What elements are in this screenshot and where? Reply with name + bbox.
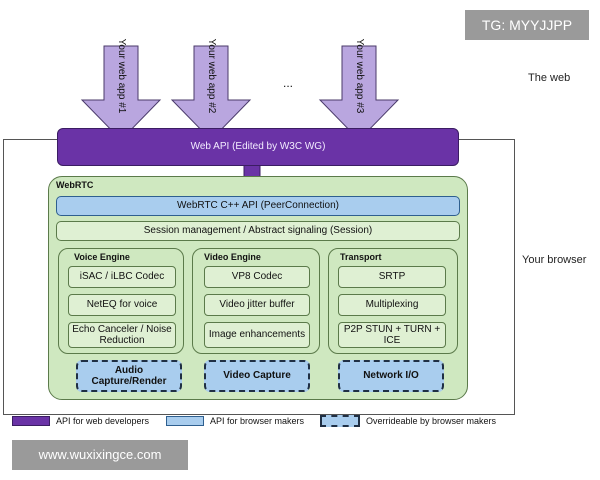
legend-label-web-dev: API for web developers [56,416,150,426]
jitter-buffer-box: Video jitter buffer [204,294,310,316]
legend-label-overrideable: Overrideable by browser makers [366,416,497,426]
isac-ilbc-codec-box: iSAC / iLBC Codec [68,266,176,288]
video-engine-title: Video Engine [204,252,261,262]
app-2-label: Your web app #2 [205,38,217,114]
neteq-box: NetEQ for voice [68,294,176,316]
image-enhancements-box: Image enhancements [204,322,310,348]
web-api-bar: Web API (Edited by W3C WG) [57,128,459,166]
app-1-label: Your web app #1 [115,38,127,114]
video-capture-box: Video Capture [204,360,310,392]
legend-label-browser-api: API for browser makers [210,416,305,426]
app-3-label: Your web app #3 [353,38,365,114]
audio-capture-box: Audio Capture/Render [76,360,182,392]
app-arrow-1 [80,45,162,141]
legend-swatch-overrideable [320,415,360,427]
app-arrow-3 [318,45,400,141]
legend-swatch-browser-api [166,416,204,426]
url-banner: www.wuxixingce.com [12,440,188,470]
transport-title: Transport [340,252,382,262]
vp8-codec-box: VP8 Codec [204,266,310,288]
more-apps-ellipsis: ... [283,76,294,90]
watermark-badge: TG: MYYJJPP [465,10,589,40]
echo-canceler-box: Echo Canceler / Noise Reduction [68,322,176,348]
the-web-label: The web [528,72,571,84]
your-browser-label: Your browser [522,254,587,266]
webrtc-title: WebRTC [56,180,94,190]
app-arrow-2 [170,45,252,141]
network-io-box: Network I/O [338,360,444,392]
legend-swatch-web-dev [12,416,50,426]
multiplexing-box: Multiplexing [338,294,446,316]
p2p-box: P2P STUN + TURN + ICE [338,322,446,348]
srtp-box: SRTP [338,266,446,288]
webrtc-cpp-api-bar: WebRTC C++ API (PeerConnection) [56,196,460,216]
voice-engine-title: Voice Engine [74,252,130,262]
session-management-bar: Session management / Abstract signaling … [56,221,460,241]
